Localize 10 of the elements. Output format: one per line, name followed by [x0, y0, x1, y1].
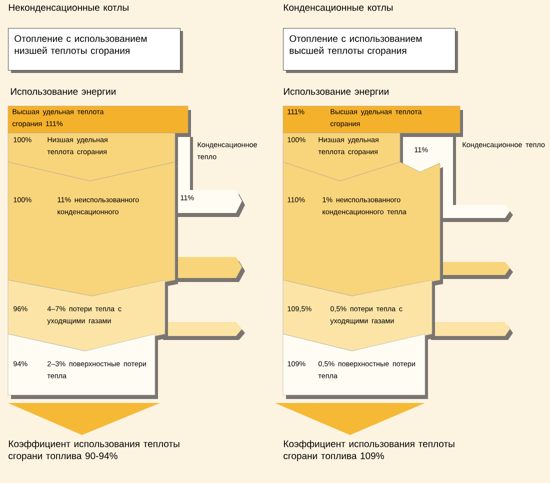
result-text: Коэффициент использования теплоты сгорани топлива 109% [284, 440, 454, 462]
flow-arrow [275, 403, 425, 435]
heating-box: Отопление с использованием низшей теплоты сгорания [8, 28, 183, 73]
heating-box: Отопление с использованием высшей теплоты сгорания [283, 28, 458, 73]
section-heading: Конденсационные котлы [284, 4, 393, 13]
result-text: Коэффициент использования теплоты сгорани топлива 90-94% [8, 440, 180, 462]
section-heading: Использование энергии [284, 88, 388, 97]
section-heading: Использование энергии [10, 88, 116, 97]
section-heading: Неконденсационные котлы [8, 4, 128, 13]
flow-arrow [8, 403, 160, 435]
